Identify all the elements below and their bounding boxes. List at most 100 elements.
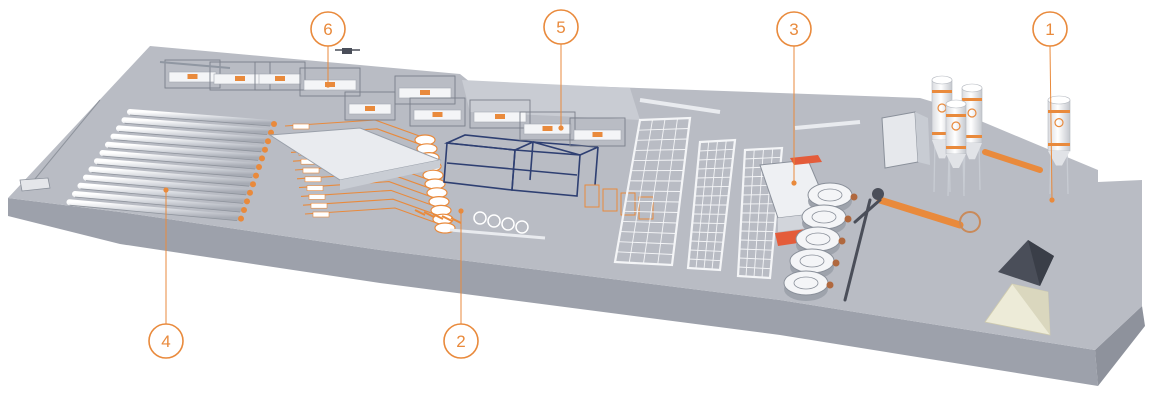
dark-material-pile-shade — [1028, 240, 1054, 286]
conveyor-incline — [843, 198, 872, 302]
transfer-rail — [794, 120, 861, 130]
vehicle-body — [19, 177, 51, 192]
batching-building — [881, 111, 930, 169]
rotary-mixer-column — [783, 182, 858, 301]
machine-frame — [469, 99, 531, 129]
callout-leader-line — [1049, 45, 1053, 201]
cage-label-plate — [308, 194, 326, 200]
silo-cone — [962, 143, 982, 160]
blue-frame-left-post — [529, 141, 534, 181]
blue-frame-right — [511, 149, 581, 197]
blue-frame-right-top — [532, 141, 599, 156]
welding-station — [584, 184, 600, 208]
rebar-part — [441, 215, 453, 222]
cage-label-plate — [304, 176, 322, 183]
mixer-motor — [844, 215, 852, 223]
pipe-end-cap — [250, 181, 256, 188]
silo-band — [946, 146, 966, 149]
callout-2: 2 — [443, 208, 479, 359]
machine-accent-part — [420, 90, 430, 95]
platform-side — [340, 160, 440, 190]
pipe-mould — [72, 191, 243, 212]
silo-band — [946, 114, 966, 117]
silo-logo-mark — [951, 121, 961, 131]
callout-anchor-dot — [325, 82, 331, 88]
callout-anchor-dot — [558, 125, 564, 131]
wire-coil — [515, 220, 529, 234]
rotary-mixer-drum — [789, 248, 835, 274]
crane-drone-icon — [335, 48, 360, 54]
rebar-part — [423, 211, 435, 218]
wire-coil — [487, 214, 501, 228]
curing-room-door-red-top — [790, 155, 822, 165]
callout-4: 4 — [148, 187, 184, 359]
machine-accent-part — [235, 76, 245, 81]
rotary-mixer-drum — [783, 270, 829, 296]
conveyor-mid — [876, 196, 964, 229]
rebar-cage-frame — [298, 181, 440, 201]
silo-band — [932, 132, 952, 135]
batching-building-side — [915, 112, 930, 165]
rotary-mixer-drum — [807, 182, 853, 208]
pipe-mould — [94, 158, 255, 178]
machine-frame — [344, 91, 396, 121]
conveyor-silo-right — [982, 149, 1043, 173]
pipe-end-cap — [271, 121, 277, 127]
pipe-mould — [99, 150, 258, 169]
callout-number: 6 — [323, 20, 332, 39]
mesh-longbar — [703, 140, 718, 270]
blue-frame-beam — [446, 162, 578, 176]
mixer-motor — [850, 193, 858, 201]
pipe-mould-shadow — [91, 172, 250, 187]
silo-top — [961, 83, 983, 93]
pipe-mould — [121, 117, 270, 135]
delivery-vehicle — [19, 177, 51, 192]
callout-circle — [1032, 11, 1068, 47]
pipe-mould-shadow — [124, 122, 268, 135]
mesh-mould-panel — [736, 146, 784, 280]
callout-anchor-dot — [458, 208, 464, 214]
cage-label-plate — [292, 123, 310, 130]
mixer-motor — [832, 259, 840, 267]
pipe-mould — [116, 125, 267, 144]
pipe-end-cap — [262, 146, 268, 153]
pipe-mould — [88, 166, 252, 187]
callout-number: 1 — [1045, 20, 1054, 39]
callout-anchor-dot — [791, 180, 797, 186]
mesh-longbar — [657, 118, 678, 265]
callout-1: 1 — [1032, 11, 1068, 203]
callout-anchor-dot — [163, 187, 169, 193]
pipe-mould — [77, 182, 246, 204]
machine-frame — [519, 111, 576, 141]
rebar-part — [414, 209, 426, 216]
welding-station — [602, 188, 618, 212]
material-piles — [984, 240, 1054, 336]
pipe-mould-shadow — [80, 188, 244, 204]
pipe-mould — [110, 133, 264, 152]
callout-5: 5 — [543, 9, 579, 131]
pipe-end-cap — [253, 172, 259, 179]
pipe-mould-shadow — [69, 204, 238, 221]
silo-band — [1048, 110, 1070, 113]
rotary-mixer-core — [799, 254, 825, 268]
silo-top — [931, 75, 953, 85]
callout-layer: 1 2 3 4 5 6 — [148, 9, 1068, 359]
callout-3: 3 — [776, 11, 812, 186]
rebar-part — [450, 217, 462, 224]
rotary-mixer-core — [805, 232, 831, 246]
rotary-mixer-core — [817, 188, 843, 202]
wire-coil — [501, 217, 515, 231]
pipe-mould-shadow — [113, 139, 262, 153]
silo-top — [1047, 95, 1071, 105]
callout-number: 4 — [161, 332, 170, 351]
feed-conveyor — [159, 61, 231, 69]
silo-band — [962, 135, 982, 138]
silo-band — [932, 90, 952, 93]
pipe-mould-shadow — [102, 155, 256, 170]
callout-number: 2 — [456, 332, 465, 351]
pipe-mould — [127, 109, 273, 126]
rail-track — [29, 99, 101, 186]
pipe-mould — [105, 141, 261, 161]
silo-cone — [1048, 151, 1070, 166]
